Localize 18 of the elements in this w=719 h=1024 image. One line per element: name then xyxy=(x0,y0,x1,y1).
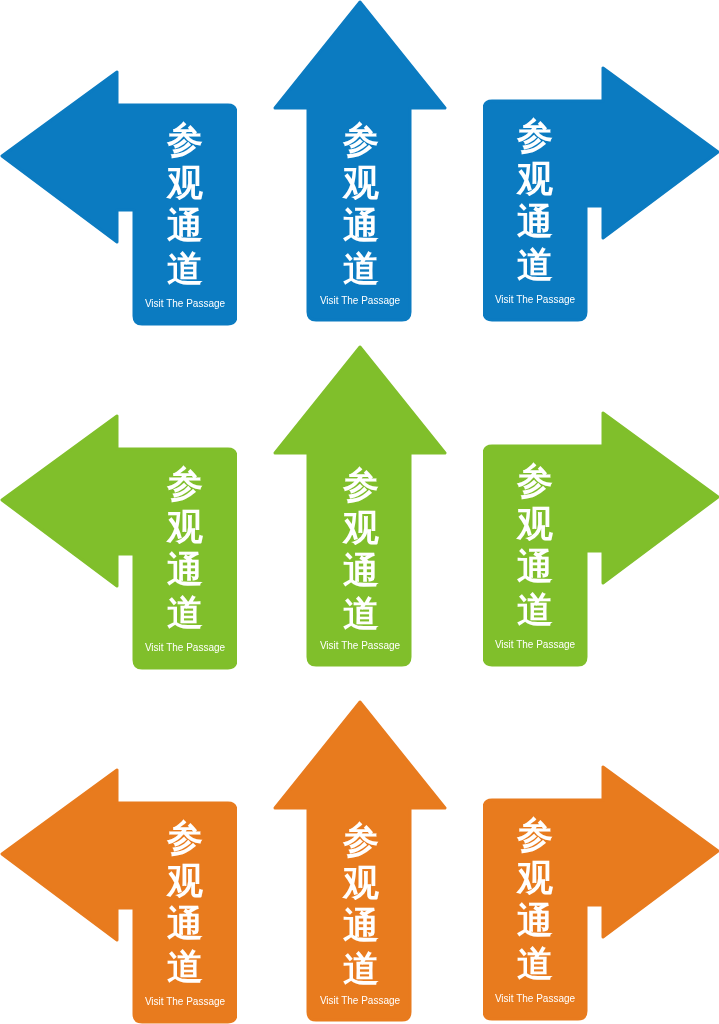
sign-caption: Visit The Passage xyxy=(144,298,226,309)
sign-caption: Visit The Passage xyxy=(144,642,226,653)
sign-caption: Visit The Passage xyxy=(319,640,401,651)
sign-caption: Visit The Passage xyxy=(319,995,401,1006)
sign-caption: Visit The Passage xyxy=(144,996,226,1007)
sign-heading: 参观通道 xyxy=(515,114,554,286)
sign-caption: Visit The Passage xyxy=(494,639,576,650)
sign-caption: Visit The Passage xyxy=(319,295,401,306)
sign-heading: 参观通道 xyxy=(165,462,204,634)
sign-heading: 参观通道 xyxy=(515,459,554,631)
sign-heading: 参观通道 xyxy=(165,118,204,290)
sign-heading: 参观通道 xyxy=(165,816,204,988)
sign-heading: 参观通道 xyxy=(341,818,380,990)
sign-heading: 参观通道 xyxy=(341,463,380,635)
sign-heading: 参观通道 xyxy=(341,118,380,290)
sign-caption: Visit The Passage xyxy=(494,294,576,305)
sign-heading: 参观通道 xyxy=(515,813,554,985)
sign-caption: Visit The Passage xyxy=(494,993,576,1004)
